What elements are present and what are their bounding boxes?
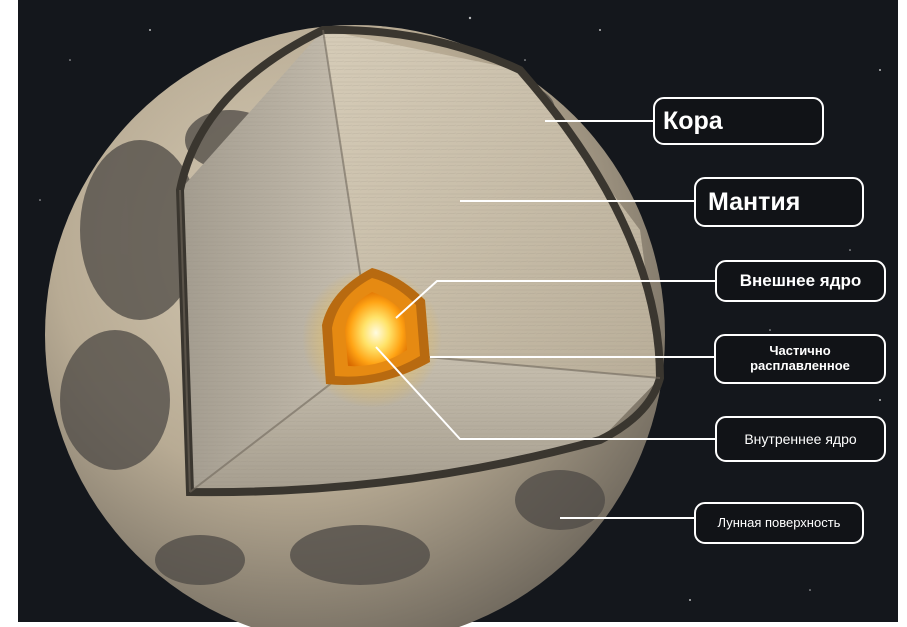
label-outer-core: Внешнее ядро xyxy=(715,260,886,302)
label-mantle: Мантия xyxy=(694,177,864,227)
label-inner-core: Внутреннее ядро xyxy=(715,416,886,462)
label-inner-core-text: Внутреннее ядро xyxy=(744,431,856,447)
core xyxy=(302,268,442,408)
label-lunar-surface: Лунная поверхность xyxy=(694,502,864,544)
label-outer-core-text: Внешнее ядро xyxy=(740,271,862,291)
label-lunar-surface-text: Лунная поверхность xyxy=(718,516,841,531)
label-partially-molten-line2: расплавленное xyxy=(750,359,850,374)
label-mantle-text: Мантия xyxy=(708,188,800,217)
label-crust-text: Кора xyxy=(663,107,723,136)
label-partially-molten: Частично расплавленное xyxy=(714,334,886,384)
label-partially-molten-line1: Частично xyxy=(750,344,850,359)
label-crust: Кора xyxy=(653,97,824,145)
